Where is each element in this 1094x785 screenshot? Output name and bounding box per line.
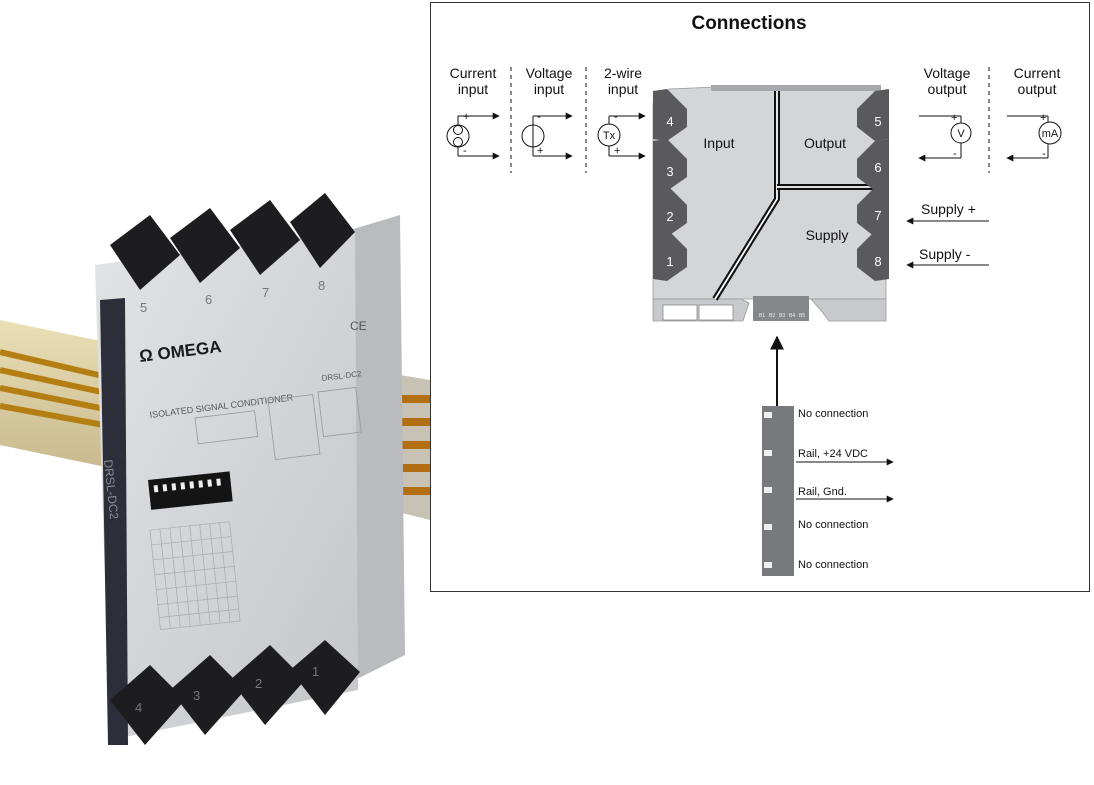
bottom-terminal-blocks (110, 640, 360, 745)
transmitter-label: Tx (603, 130, 616, 142)
top-terminal-blocks (110, 193, 355, 290)
rail-connection-b2: Rail, +24 VDC (798, 448, 868, 460)
two-wire-input-label-1: 2-wire (604, 65, 642, 81)
terminal-3: 3 (666, 164, 673, 179)
terminal-1: 1 (666, 254, 673, 269)
voltage-output-label-2: output (928, 81, 967, 97)
ammeter-label: mA (1042, 128, 1059, 140)
tx-plus: + (614, 145, 620, 157)
device-terminal-2: 2 (255, 676, 262, 691)
two-wire-input-label-2: input (608, 81, 638, 97)
voltage-input-minus: - (537, 111, 541, 123)
rail-connector-pins (764, 412, 772, 568)
svg-text:B1: B1 (759, 313, 765, 319)
device-terminal-6: 6 (205, 292, 212, 307)
connections-svg: Connections Current input Voltage input … (446, 13, 1062, 576)
housing-side (350, 215, 405, 680)
spec-table (194, 386, 362, 460)
dip-switch (148, 471, 233, 510)
connections-diagram: Connections Current input Voltage input … (430, 2, 1090, 592)
device-illustration: 5 6 7 8 4 3 2 1 Ω OMEGA ISOLATED SIGNAL … (0, 193, 430, 745)
voltage-output-symbol (918, 115, 972, 162)
supply-minus-label: Supply - (919, 246, 971, 262)
device-terminal-8: 8 (318, 278, 325, 293)
current-output-plus: + (1040, 112, 1046, 124)
module-housing (652, 85, 887, 322)
current-output-label-1: Current (1014, 65, 1061, 81)
input-separators (510, 67, 587, 173)
device-terminal-4: 4 (135, 700, 142, 715)
device-terminal-7: 7 (262, 285, 269, 300)
device-terminal-3: 3 (193, 688, 200, 703)
terminal-6: 6 (874, 160, 881, 175)
rail-connection-b3: Rail, Gnd. (798, 486, 847, 498)
svg-text:B2: B2 (769, 313, 775, 319)
section-input: Input (703, 135, 734, 151)
side-model-label: DRSL-DC2 (101, 459, 121, 520)
terminal-7: 7 (874, 208, 881, 223)
rail-connection-b5: No connection (798, 559, 868, 571)
din-clip (100, 298, 128, 745)
voltage-input-plus: + (537, 145, 543, 157)
current-input-label-1: Current (450, 65, 497, 81)
current-input-minus: - (463, 145, 467, 157)
terminal-2: 2 (666, 209, 673, 224)
device-terminal-5: 5 (140, 300, 147, 315)
voltmeter-label: V (957, 128, 965, 140)
section-output: Output (804, 135, 846, 151)
terminal-5: 5 (874, 114, 881, 129)
voltage-source-symbol (521, 112, 573, 160)
current-output-label-2: output (1018, 81, 1057, 97)
rail-bus-pins: B1 B2 B3 B4 B5 (759, 313, 805, 319)
left-terminals (653, 89, 687, 281)
current-output-minus: - (1042, 148, 1046, 160)
isolation-barrier (712, 91, 886, 301)
svg-text:B4: B4 (789, 313, 795, 319)
section-supply: Supply (806, 227, 849, 243)
voltage-output-label-1: Voltage (924, 65, 971, 81)
rail-connection-b1: No connection (798, 408, 868, 420)
voltage-input-label-2: input (534, 81, 564, 97)
ce-mark: CE (350, 319, 367, 333)
rail-connection-arrows (796, 458, 894, 503)
device-terminal-1: 1 (312, 664, 319, 679)
voltage-output-plus: + (951, 112, 957, 124)
current-output-symbol (1006, 115, 1062, 162)
current-input-plus: + (463, 111, 469, 123)
right-terminals (857, 89, 889, 281)
transmitter-symbol (597, 112, 646, 160)
svg-text:B3: B3 (779, 313, 785, 319)
terminal-4: 4 (666, 114, 673, 129)
current-input-label-2: input (458, 81, 488, 97)
rail-connection-b4: No connection (798, 519, 868, 531)
supply-plus-label: Supply + (921, 201, 976, 217)
diagram-title: Connections (691, 13, 806, 34)
voltage-input-label-1: Voltage (526, 65, 573, 81)
terminal-8: 8 (874, 254, 881, 269)
configuration-grid (149, 521, 241, 630)
tx-minus: - (614, 111, 618, 123)
svg-text:B5: B5 (799, 313, 805, 319)
supply-arrows (906, 217, 989, 269)
current-source-symbol (446, 112, 500, 160)
voltage-output-minus: - (953, 148, 957, 160)
